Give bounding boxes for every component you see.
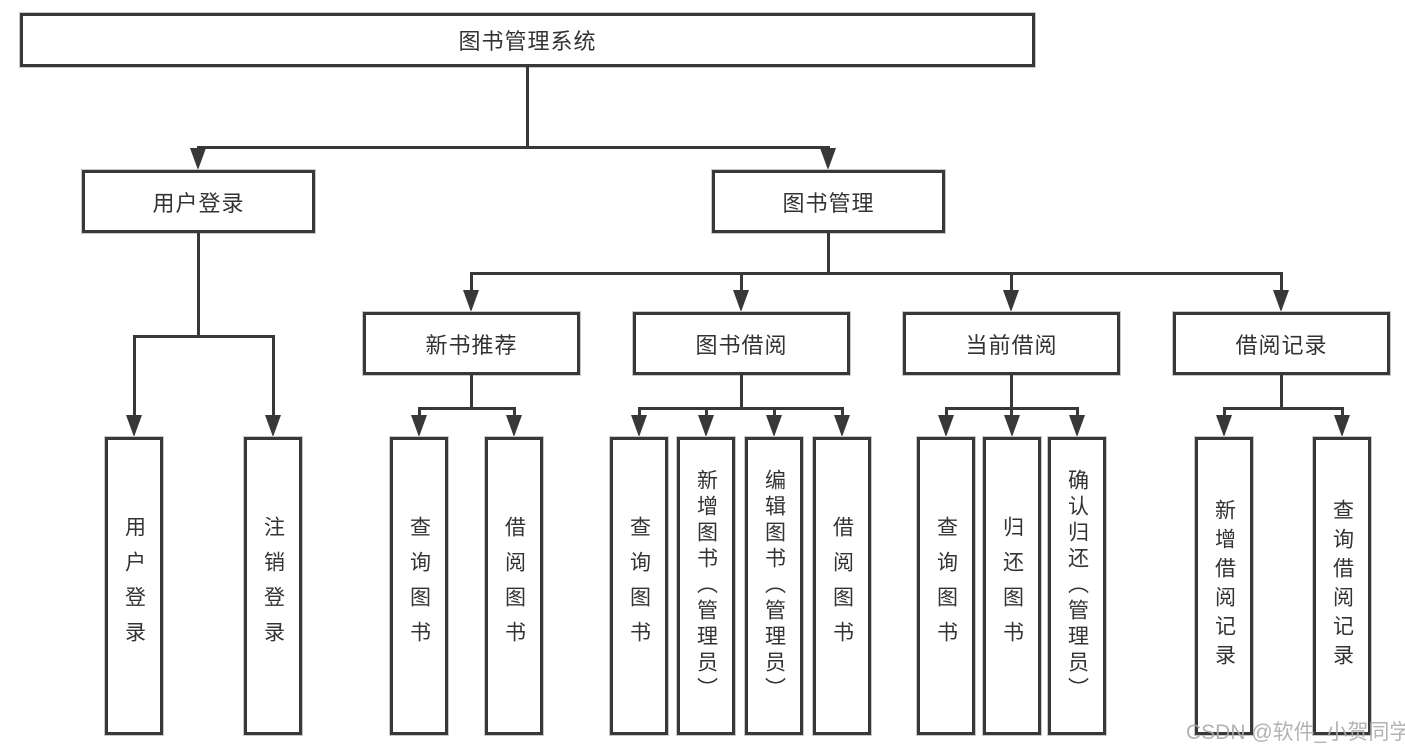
node-book-management-branch: 图书管理 [712, 170, 945, 233]
leaf-add-books-admin: 新增图书（管理员） [677, 437, 735, 735]
connector-drop [945, 407, 948, 419]
arrow-down-icon [834, 415, 850, 437]
connector-horizontal [418, 407, 516, 410]
arrow-down-icon [1069, 415, 1085, 437]
arrow-down-icon [820, 148, 836, 170]
connector-drop [1010, 272, 1013, 292]
node-new-book-recommendation: 新书推荐 [363, 312, 580, 375]
connector-drop [513, 407, 516, 419]
connector-level2-horizontal [470, 272, 1282, 275]
node-user-login-branch: 用户登录 [82, 170, 315, 233]
leaf-add-borrow-record: 新增借阅记录 [1195, 437, 1253, 735]
leaf-label: 新增借阅记录 [1212, 499, 1236, 673]
arrow-down-icon [126, 415, 142, 437]
connector-drop [470, 272, 473, 292]
arrow-down-icon [506, 415, 522, 437]
arrow-down-icon [463, 290, 479, 312]
leaf-query-books-borrowing: 查询图书 [610, 437, 668, 735]
node-label: 用户登录 [152, 190, 245, 216]
arrow-down-icon [411, 415, 427, 437]
connector-drop [740, 272, 743, 292]
connector-drop [1010, 407, 1013, 419]
node-label: 借阅记录 [1235, 332, 1328, 358]
arrow-down-icon [1334, 415, 1350, 437]
connector-user-login-horizontal [133, 335, 275, 338]
arrow-down-icon [1004, 415, 1020, 437]
leaf-label: 归还图书 [1000, 516, 1024, 656]
leaf-edit-books-admin: 编辑图书（管理员） [745, 437, 803, 735]
node-book-borrowing: 图书借阅 [633, 312, 850, 375]
connector-trunk [1010, 375, 1013, 409]
arrow-down-icon [698, 415, 714, 437]
leaf-label: 确认归还（管理员） [1065, 469, 1089, 703]
leaf-label: 新增图书（管理员） [694, 469, 718, 703]
arrow-down-icon [190, 148, 206, 170]
node-label: 新书推荐 [425, 332, 518, 358]
connector-drop [841, 407, 844, 419]
arrow-down-icon [1003, 290, 1019, 312]
leaf-label: 编辑图书（管理员） [762, 469, 786, 703]
leaf-logout: 注销登录 [244, 437, 302, 735]
arrow-down-icon [1216, 415, 1232, 437]
arrow-down-icon [766, 415, 782, 437]
leaf-borrow-books-recommend: 借阅图书 [485, 437, 543, 735]
connector-drop [1341, 407, 1344, 419]
connector-drop [705, 407, 708, 419]
leaf-user-login: 用户登录 [105, 437, 163, 735]
leaf-label: 查询图书 [934, 516, 958, 656]
connector-user-login-trunk [197, 233, 200, 337]
connector-drop [1223, 407, 1226, 419]
leaf-return-books: 归还图书 [983, 437, 1041, 735]
node-library-management-system: 图书管理系统 [20, 13, 1035, 67]
connector-trunk [1280, 375, 1283, 409]
node-label: 当前借阅 [965, 332, 1058, 358]
arrow-down-icon [1273, 290, 1289, 312]
csdn-watermark: CSDN @软件_小贺同学 [1186, 721, 1405, 744]
arrow-down-icon [938, 415, 954, 437]
arrow-down-icon [733, 290, 749, 312]
connector-drop [1076, 407, 1079, 419]
leaf-label: 查询图书 [407, 516, 431, 656]
node-label: 图书管理系统 [458, 29, 597, 54]
connector-drop [418, 407, 421, 419]
leaf-query-borrow-record: 查询借阅记录 [1313, 437, 1371, 735]
node-label: 图书借阅 [695, 332, 788, 358]
connector-horizontal [1223, 407, 1344, 410]
connector-root-trunk [526, 67, 529, 148]
node-label: 图书管理 [782, 190, 875, 216]
leaf-label: 查询借阅记录 [1330, 499, 1354, 673]
leaf-label: 注销登录 [261, 516, 285, 656]
connector-drop [638, 407, 641, 419]
leaf-label: 借阅图书 [502, 516, 526, 656]
leaf-query-books-current: 查询图书 [917, 437, 975, 735]
connector-drop [133, 335, 136, 417]
node-current-borrowing: 当前借阅 [903, 312, 1120, 375]
leaf-query-books-recommend: 查询图书 [390, 437, 448, 735]
connector-drop [272, 335, 275, 417]
connector-level1-horizontal [197, 146, 830, 149]
leaf-label: 借阅图书 [830, 516, 854, 656]
node-borrowing-records: 借阅记录 [1173, 312, 1390, 375]
connector-horizontal [638, 407, 844, 410]
connector-drop [773, 407, 776, 419]
leaf-confirm-return-admin: 确认归还（管理员） [1048, 437, 1106, 735]
arrow-down-icon [631, 415, 647, 437]
leaf-label: 查询图书 [627, 516, 651, 656]
leaf-label: 用户登录 [122, 516, 146, 656]
connector-book-mgmt-trunk [827, 233, 830, 274]
connector-drop [1280, 272, 1283, 292]
arrow-down-icon [265, 415, 281, 437]
connector-trunk [740, 375, 743, 409]
leaf-borrow-books: 借阅图书 [813, 437, 871, 735]
connector-trunk [470, 375, 473, 409]
